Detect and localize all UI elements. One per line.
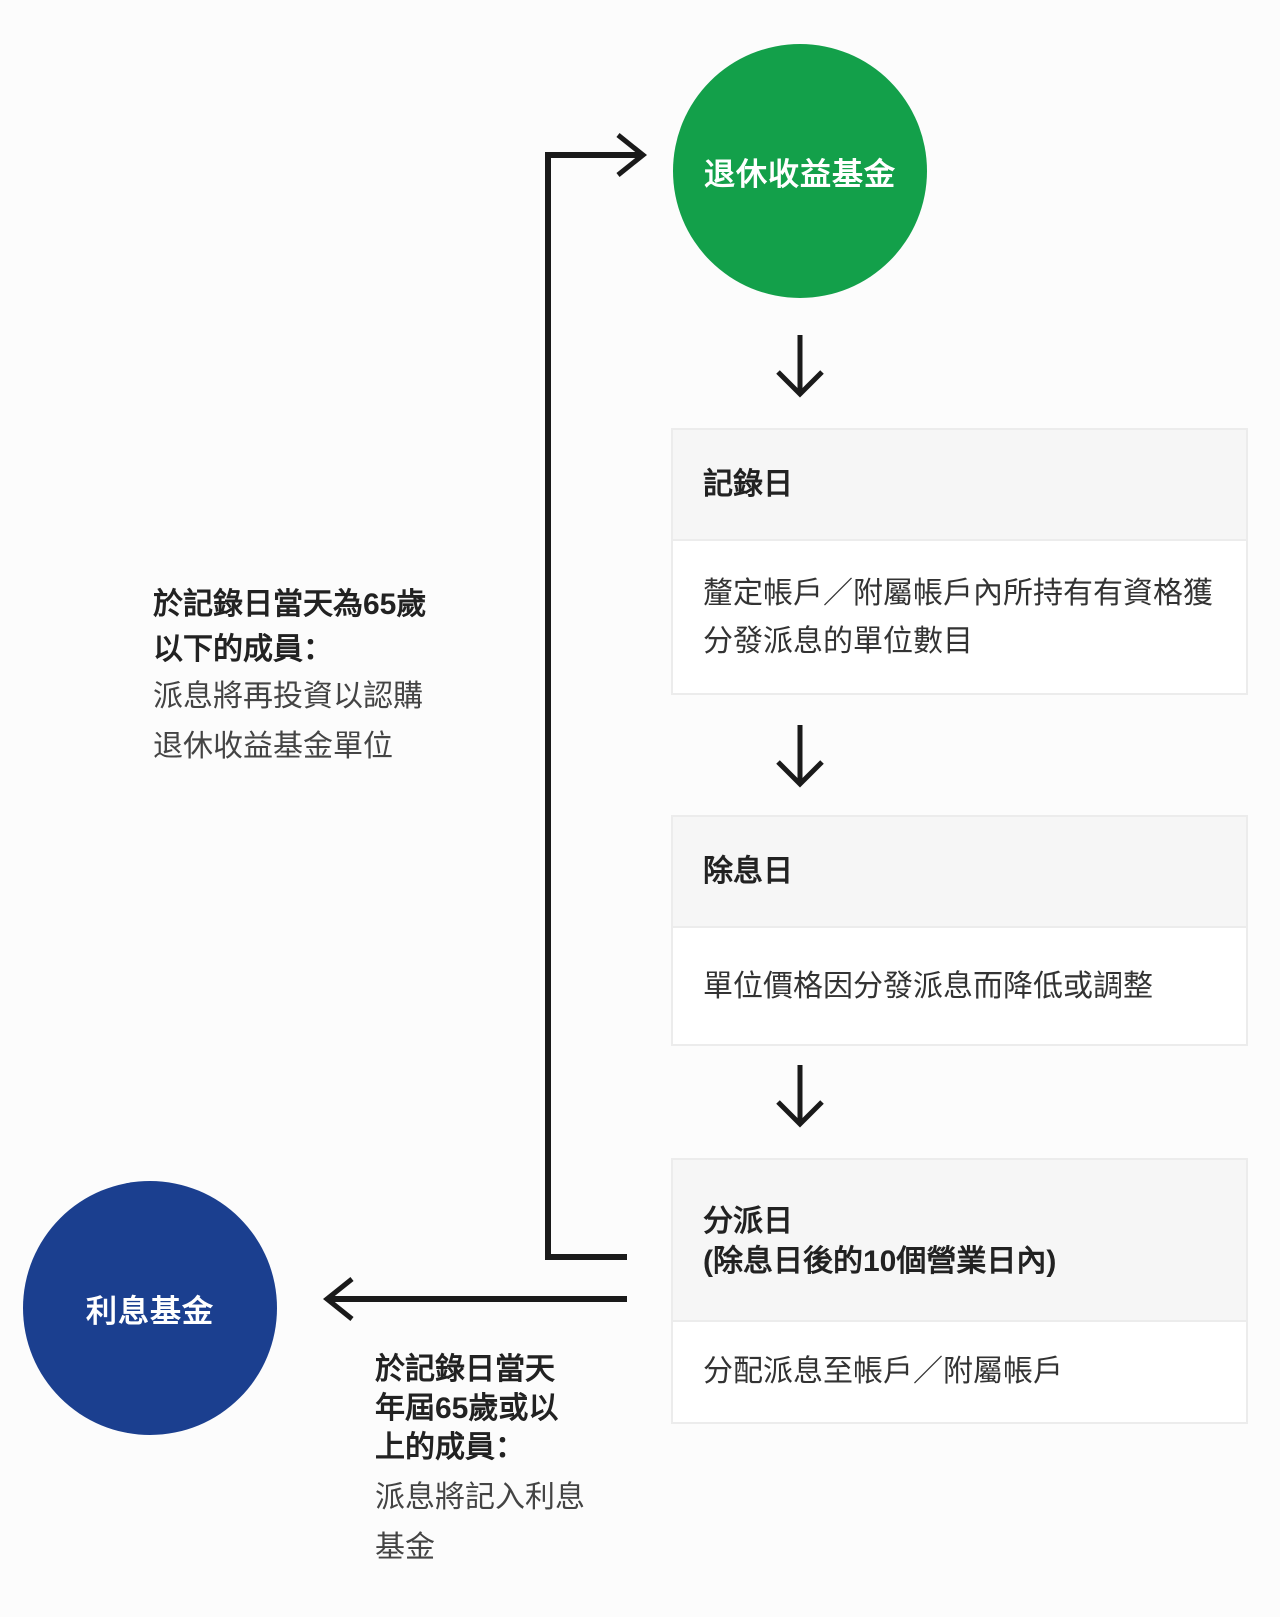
down-arrow-icon: [776, 725, 824, 788]
note-heading: 於記錄日當天: [375, 1353, 555, 1386]
step-header: 分派日 (除息日後的10個營業日內): [673, 1160, 1246, 1322]
note-text: 基金: [375, 1531, 435, 1564]
note-heading: 年屆65歲或以: [375, 1392, 559, 1425]
note-text: 派息將再投資以認購: [153, 680, 423, 713]
reinvest-connector-line: [545, 152, 640, 1260]
retirement-fund-node: 退休收益基金: [673, 44, 927, 298]
step-distribution-date: 分派日 (除息日後的10個營業日內) 分配派息至帳戶／附屬帳戶: [671, 1158, 1248, 1424]
step-record-date: 記錄日 釐定帳戶／附屬帳戶內所持有有資格獲分發派息的單位數目: [671, 428, 1248, 695]
down-arrow-icon: [776, 1065, 824, 1128]
down-arrow-icon: [776, 335, 824, 398]
step-body: 單位價格因分發派息而降低或調整: [673, 928, 1246, 1046]
reinvest-arrowhead-icon: [616, 133, 648, 177]
step-body: 釐定帳戶／附屬帳戶內所持有有資格獲分發派息的單位數目: [673, 541, 1246, 695]
step-description: 分配派息至帳戶／附屬帳戶: [703, 1355, 1063, 1388]
step-title: 除息日: [703, 854, 793, 888]
note-65-and-over: 於記錄日當天 年屆65歲或以 上的成員： 派息將記入利息 基金: [375, 1350, 585, 1573]
step-description: 單位價格因分發派息而降低或調整: [703, 970, 1153, 1003]
interest-fund-node: 利息基金: [23, 1181, 277, 1435]
note-heading: 以下的成員：: [153, 633, 333, 666]
step-description: 釐定帳戶／附屬帳戶內所持有有資格獲分發派息的單位數目: [703, 577, 1213, 658]
interest-arrowhead-icon: [322, 1277, 354, 1321]
interest-fund-label: 利息基金: [86, 1293, 214, 1329]
step-title: 分派日: [703, 1205, 793, 1238]
step-ex-dividend-date: 除息日 單位價格因分發派息而降低或調整: [671, 815, 1248, 1046]
note-text: 派息將記入利息: [375, 1481, 585, 1514]
retirement-fund-label: 退休收益基金: [704, 156, 896, 192]
step-header: 除息日: [673, 817, 1246, 928]
step-body: 分配派息至帳戶／附屬帳戶: [673, 1322, 1246, 1422]
note-heading: 上的成員：: [375, 1431, 525, 1464]
step-header: 記錄日: [673, 430, 1246, 541]
note-text: 退休收益基金單位: [153, 730, 393, 763]
note-under-65: 於記錄日當天為65歲 以下的成員： 派息將再投資以認購 退休收益基金單位: [153, 582, 426, 772]
step-subtitle: (除息日後的10個營業日內): [703, 1245, 1057, 1278]
step-title: 記錄日: [703, 467, 793, 501]
note-heading: 於記錄日當天為65歲: [153, 588, 427, 621]
